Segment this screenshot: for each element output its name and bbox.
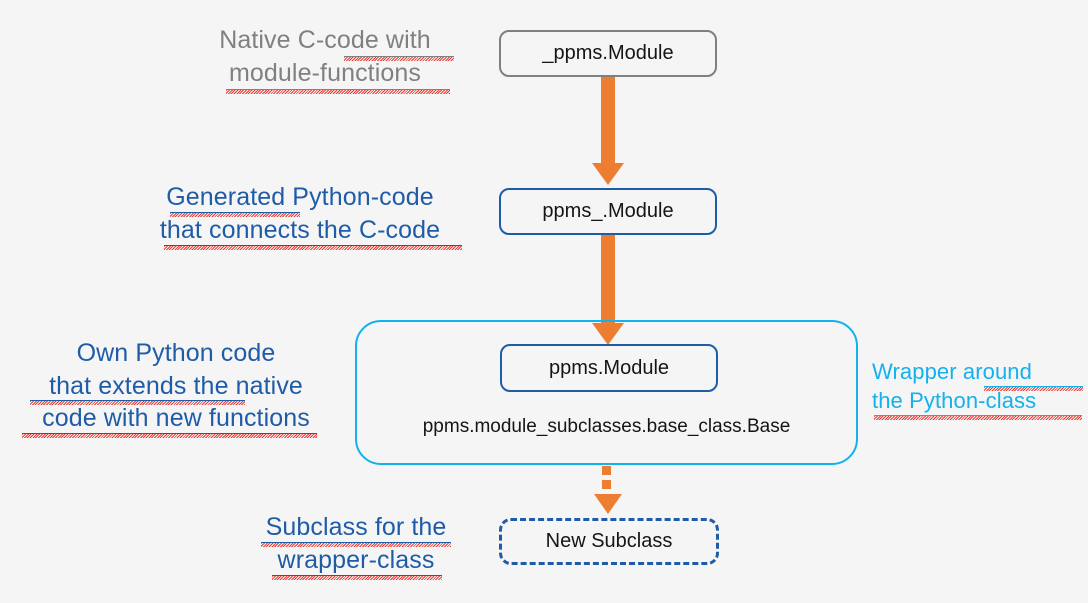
underline-decoration [164, 245, 462, 246]
spellcheck-underline [984, 387, 1083, 391]
spellcheck-underline [164, 246, 462, 250]
underline-decoration [22, 433, 317, 434]
arrow-native-to-generated-head [592, 163, 624, 185]
group-wrapper-box [355, 320, 858, 465]
spellcheck-underline [30, 401, 245, 405]
underline-decoration [344, 56, 454, 57]
spellcheck-underline [22, 434, 317, 438]
node-wrapper-module-label: ppms.Module [548, 356, 670, 379]
node-base-class-label: ppms.module_subclasses.base_class.Base [422, 416, 791, 437]
arrow-wrapper-to-subclass-head [594, 494, 622, 514]
arrow-generated-to-wrapper-shaft [601, 235, 615, 327]
node-wrapper-module[interactable]: ppms.Module [500, 344, 718, 392]
caption-generated-python-code: Generated Python-code that connects the … [159, 183, 441, 244]
spellcheck-underline [261, 543, 451, 547]
underline-decoration [984, 386, 1083, 387]
spellcheck-underline [874, 416, 1082, 420]
node-native-module[interactable]: _ppms.Module [499, 30, 717, 77]
arrow-generated-to-wrapper-head [592, 323, 624, 345]
spellcheck-underline [170, 213, 300, 217]
node-generated-module-label: ppms_.Module [542, 200, 674, 222]
node-generated-module[interactable]: ppms_.Module [499, 188, 717, 235]
underline-decoration [272, 575, 442, 576]
spellcheck-underline [344, 57, 454, 61]
underline-decoration [874, 415, 1082, 416]
caption-own-python-code: Own Python code that extends the native … [42, 339, 310, 432]
arrow-wrapper-to-subclass-shaft [602, 466, 615, 494]
underline-decoration [226, 89, 450, 90]
spellcheck-underline [272, 576, 442, 580]
spellcheck-underline [226, 90, 450, 94]
underline-decoration [170, 212, 300, 213]
node-native-module-label: _ppms.Module [542, 42, 674, 64]
node-new-subclass[interactable]: New Subclass [499, 518, 719, 565]
underline-decoration [261, 542, 451, 543]
caption-native-c-code: Native C-code with module-functions [219, 26, 431, 87]
underline-decoration [30, 400, 245, 401]
arrow-native-to-generated-shaft [601, 77, 615, 165]
node-new-subclass-label: New Subclass [545, 530, 673, 552]
caption-subclass-for-wrapper-class: Subclass for the wrapper-class [265, 513, 447, 574]
caption-wrapper-around-python-class: Wrapper around the Python-class [872, 359, 1037, 413]
